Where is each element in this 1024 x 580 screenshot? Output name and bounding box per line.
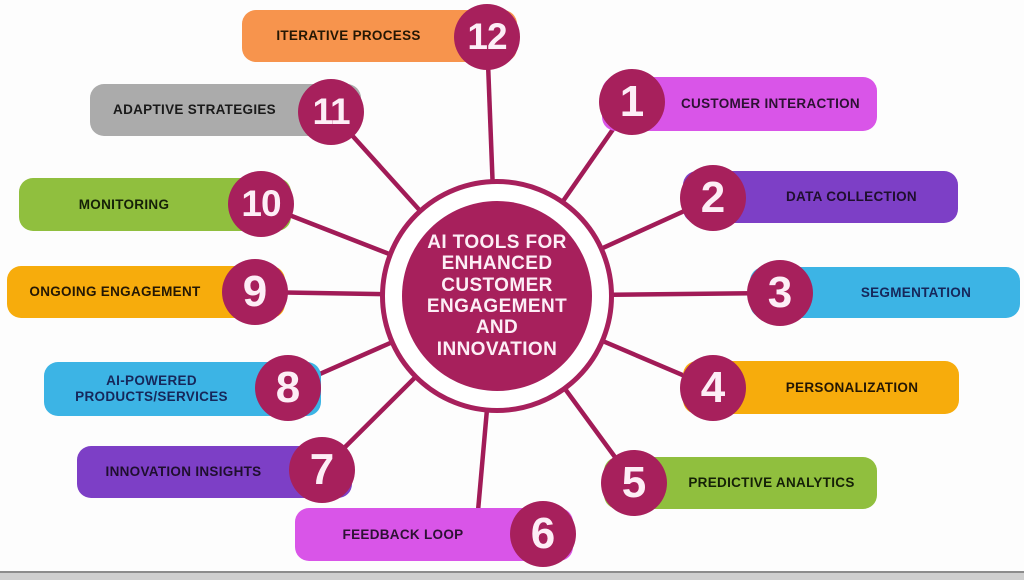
number-circle-8: 8: [255, 355, 321, 421]
item-label: AI-POWERED PRODUCTS/SERVICES: [75, 373, 228, 404]
number-circle-3: 3: [747, 260, 813, 326]
number-circle-6: 6: [510, 501, 576, 567]
number-circle-5: 5: [601, 450, 667, 516]
center-title-line: ENGAGEMENT: [426, 296, 568, 317]
item-label: CUSTOMER INTERACTION: [680, 96, 860, 112]
number-circle-4: 4: [680, 355, 746, 421]
item-label: FEEDBACK LOOP: [342, 526, 464, 542]
number-circle-2: 2: [680, 165, 746, 231]
item-label: PREDICTIVE ANALYTICS: [688, 475, 855, 491]
item-number: 11: [312, 91, 350, 132]
item-number: 10: [241, 183, 281, 224]
item-number: 12: [467, 16, 507, 57]
item-number: 3: [767, 268, 793, 317]
number-circle-9: 9: [222, 259, 288, 325]
item-label: ITERATIVE PROCESS: [276, 28, 421, 44]
center-title-line: CUSTOMER: [441, 274, 553, 296]
center-title-line: ENHANCED: [441, 253, 553, 275]
item-number: 5: [621, 458, 647, 507]
item-number: 7: [309, 445, 335, 494]
item-label: ADAPTIVE STRATEGIES: [113, 102, 276, 118]
item-number: 2: [700, 173, 726, 222]
number-circle-12: 12: [454, 4, 520, 70]
center-title-line: INNOVATION: [436, 338, 558, 360]
item-label: DATA COLLECTION: [786, 189, 917, 205]
center-title-line: AND: [475, 317, 519, 339]
number-circle-10: 10: [228, 171, 294, 237]
number-circle-7: 7: [289, 437, 355, 503]
item-label: INNOVATION INSIGHTS: [105, 464, 262, 480]
item-label: SEGMENTATION: [860, 284, 972, 300]
item-number: 9: [242, 267, 268, 316]
number-circle-1: 1: [599, 69, 665, 135]
item-label: PERSONALIZATION: [785, 379, 919, 395]
item-label: MONITORING: [78, 196, 170, 212]
bottom-divider-line: [0, 571, 1024, 573]
item-number: 1: [619, 77, 645, 126]
number-circle-11: 11: [298, 79, 364, 145]
bottom-strip: [0, 573, 1024, 580]
center-title-line: AI TOOLS FOR: [427, 232, 567, 254]
item-number: 4: [700, 363, 726, 412]
item-label: ONGOING ENGAGEMENT: [29, 284, 201, 300]
item-number: 6: [530, 509, 556, 558]
item-number: 8: [275, 363, 301, 412]
